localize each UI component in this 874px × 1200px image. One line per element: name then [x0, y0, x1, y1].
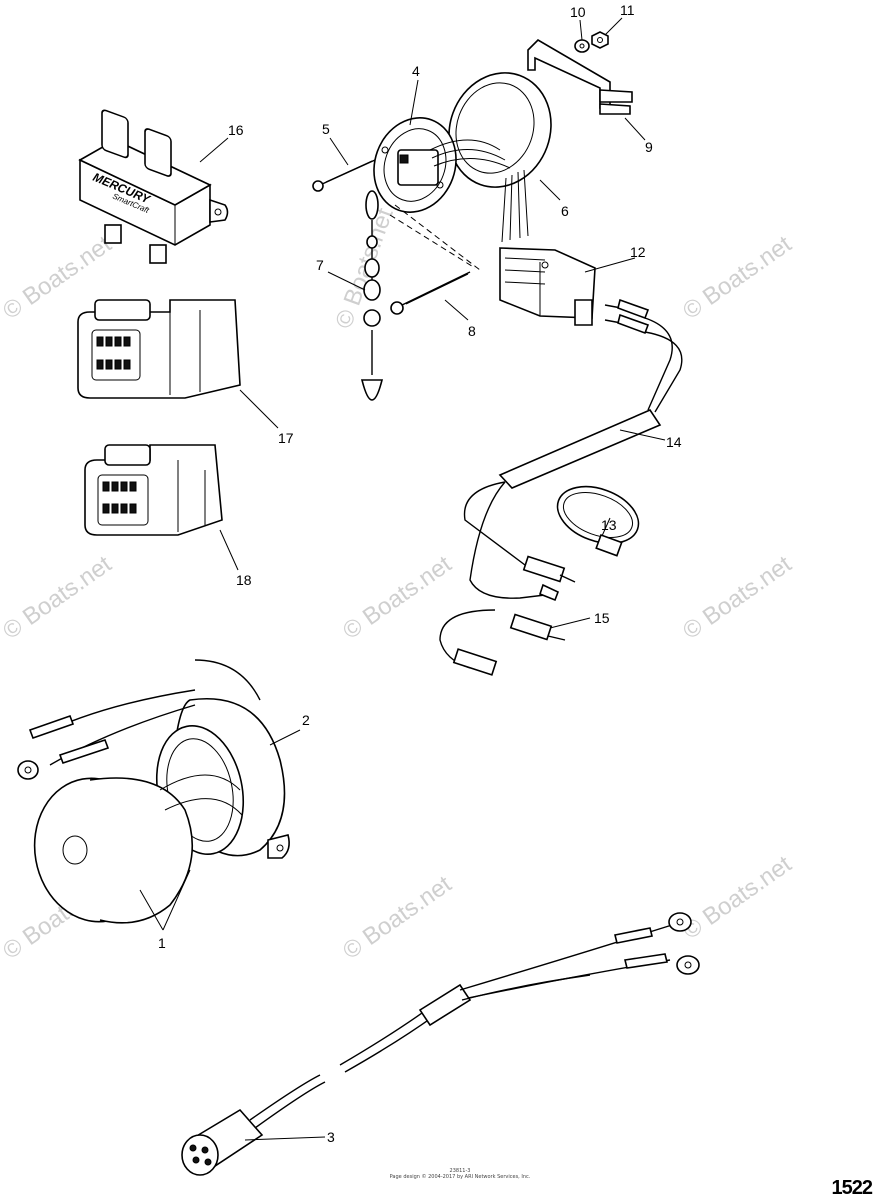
part-9-bracket — [527, 38, 633, 115]
callout-2: 2 — [302, 712, 310, 728]
callout-10: 10 — [570, 4, 586, 20]
part-15-connectors — [439, 555, 576, 676]
part-12-heatsink — [499, 247, 596, 326]
callout-1: 1 — [158, 935, 166, 951]
part-7-lanyard — [360, 190, 384, 401]
watermark: © Boats.net — [338, 550, 457, 644]
part-11-nut — [591, 31, 609, 49]
part-10-washer — [574, 39, 590, 53]
callout-16: 16 — [228, 122, 244, 138]
pin-grid — [102, 481, 137, 514]
footer-notice: Page design © 2004-2017 by ARI Network S… — [389, 1174, 531, 1180]
part-16-smartcraft-module: MERCURY SmartCraft — [78, 109, 229, 264]
callout-8: 8 — [468, 323, 476, 339]
part-18-connector — [84, 444, 223, 536]
leader-lines — [139, 17, 666, 1141]
callout-15: 15 — [594, 610, 610, 626]
figure-number: 1522 — [831, 1177, 873, 1199]
watermark: © Boats.net — [678, 550, 797, 644]
part-3-cable — [181, 912, 700, 1176]
pin-grid — [96, 336, 131, 370]
coil-leads — [17, 659, 261, 780]
callout-11: 11 — [620, 2, 635, 18]
watermark: © Boats.net — [0, 550, 117, 644]
callout-6: 6 — [561, 203, 569, 219]
callout-18: 18 — [236, 572, 252, 588]
callout-labels: 1 2 3 4 5 6 7 8 9 10 11 12 13 14 15 16 1… — [158, 2, 682, 1145]
watermark: © Boats.net — [678, 230, 797, 324]
callout-12: 12 — [630, 244, 646, 260]
callout-13: 13 — [601, 517, 617, 533]
callout-7: 7 — [316, 257, 324, 273]
part-5-screw — [312, 159, 376, 192]
part-4-sensor-plate — [373, 117, 511, 271]
callout-4: 4 — [412, 63, 420, 79]
callout-5: 5 — [322, 121, 330, 137]
callout-17: 17 — [278, 430, 294, 446]
watermark: © Boats.net — [338, 870, 457, 964]
part-1-coil — [33, 774, 243, 924]
part-13-strap — [556, 485, 640, 557]
part-8-screw — [390, 271, 471, 315]
part-17-connector — [77, 299, 241, 399]
callout-3: 3 — [327, 1129, 335, 1145]
footer-copyright: 23811-3 Page design © 2004-2017 by ARI N… — [380, 1168, 540, 1180]
footer-code: 23811-3 — [449, 1168, 471, 1174]
callout-14: 14 — [666, 434, 682, 450]
watermark: © Boats.net — [678, 850, 797, 944]
part-14-harness — [463, 298, 683, 599]
callout-9: 9 — [645, 139, 653, 155]
